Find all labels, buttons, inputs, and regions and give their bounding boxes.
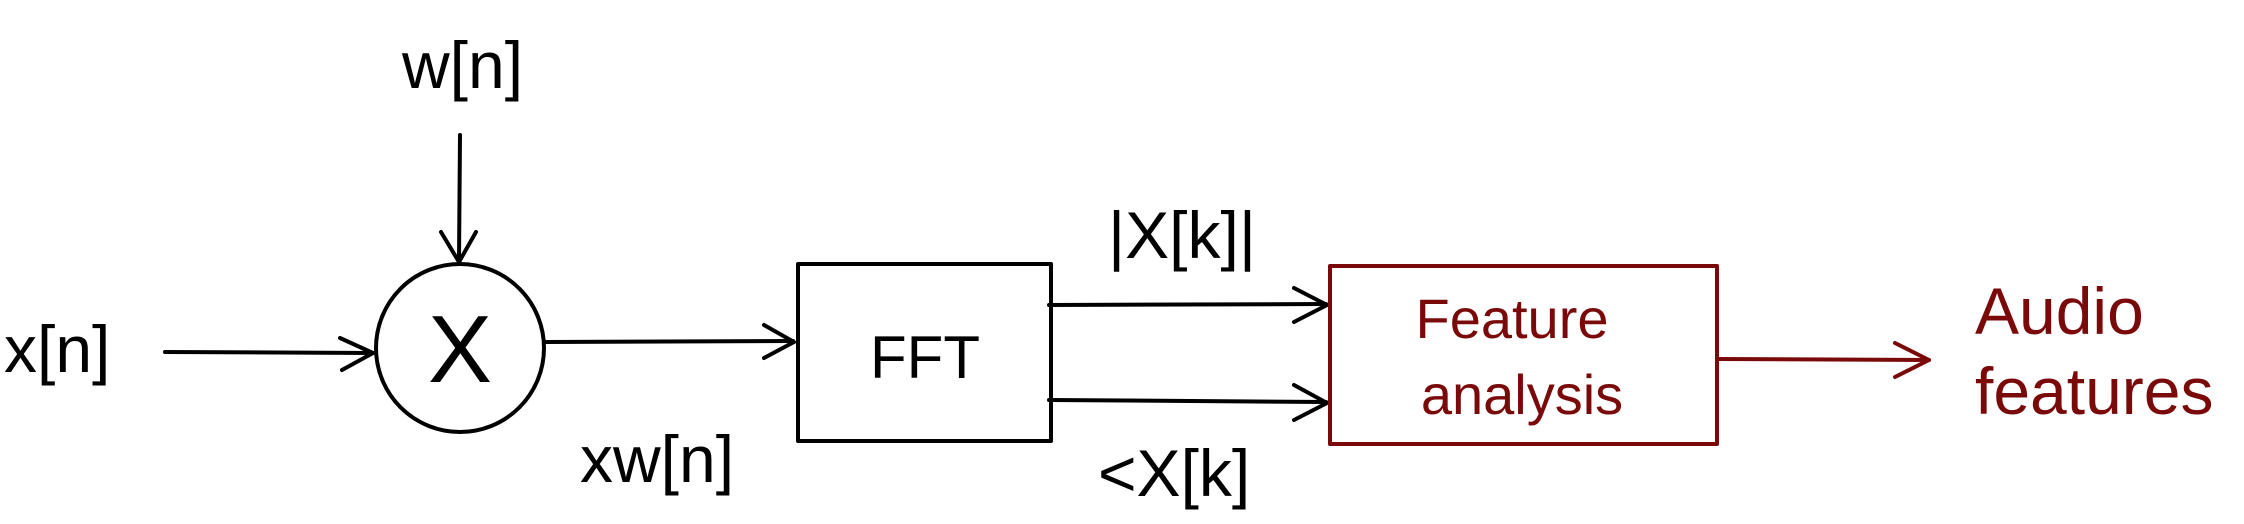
feature-analysis-label-line2: analysis: [1421, 363, 1623, 426]
fft-label: FFT: [870, 324, 980, 391]
output-label-line2: features: [1975, 354, 2213, 428]
window-arrow-line: [457, 133, 462, 262]
output-label-line1: Audio: [1975, 274, 2144, 348]
input-arrowhead: [338, 336, 375, 372]
phase-arrowhead: [1292, 383, 1329, 422]
windowed-signal-label: xw[n]: [580, 422, 734, 496]
magnitude-label: |X[k]|: [1108, 198, 1256, 272]
phase-label: <X[k]: [1098, 436, 1250, 510]
output-arrow-line: [1715, 357, 1931, 362]
input-signal-label: x[n]: [4, 312, 110, 386]
output-arrowhead: [1893, 341, 1931, 379]
magnitude-arrowhead: [1292, 286, 1329, 324]
feature-analysis-block: [1328, 264, 1719, 446]
phase-arrow-line: [1047, 398, 1328, 404]
input-arrow-line: [163, 350, 375, 355]
multiply-symbol: X: [428, 296, 492, 403]
fft-block: [796, 262, 1053, 443]
windowed-arrow-line: [544, 339, 795, 344]
window-arrowhead: [439, 230, 478, 264]
windowed-arrowhead: [762, 323, 796, 360]
multiplier-node: [374, 262, 546, 434]
feature-analysis-label-line1: Feature: [1416, 287, 1609, 350]
magnitude-arrow-line: [1047, 302, 1328, 307]
window-signal-label: w[n]: [401, 28, 523, 102]
